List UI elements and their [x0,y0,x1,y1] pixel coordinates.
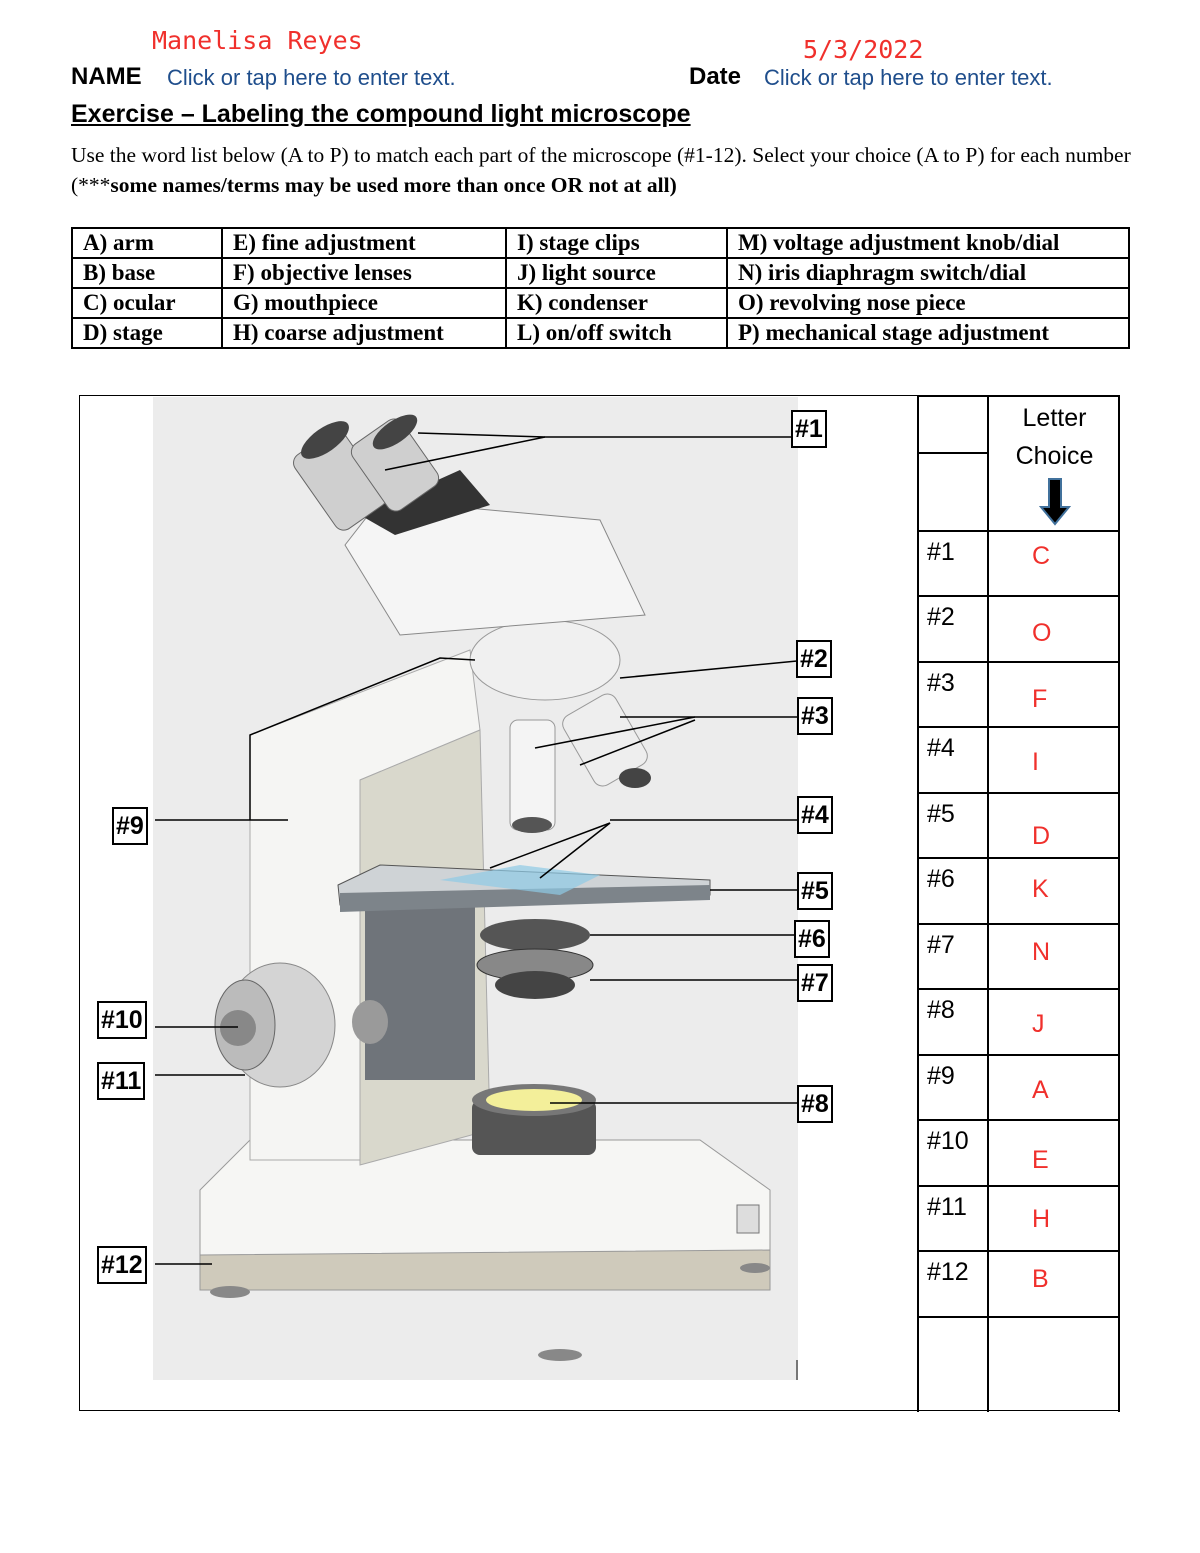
label-8: #8 [797,1085,833,1123]
word-cell: O) revolving nose piece [726,287,1130,319]
answer-number: #10 [927,1127,969,1155]
answer-number: #7 [927,931,955,959]
name-value[interactable]: Manelisa Reyes [152,26,363,55]
answer-number: #2 [927,603,955,631]
answer-letter[interactable]: C [1032,542,1051,570]
answer-number: #1 [927,538,955,566]
answer-letter[interactable]: F [1032,685,1048,713]
header-line2: Choice [1015,442,1094,470]
word-cell: N) iris diaphragm switch/dial [726,257,1130,289]
word-cell: H) coarse adjustment [221,317,507,349]
label-6: #6 [794,920,830,958]
answer-row: #1 C [917,530,1120,597]
label-5: #5 [797,872,833,910]
answer-row: #12 B [917,1250,1120,1317]
name-label: NAME [71,63,142,90]
word-cell: K) condenser [505,287,728,319]
answer-number: #12 [927,1258,969,1286]
answer-number: #4 [927,734,955,762]
word-cell: G) mouthpiece [221,287,507,319]
answer-letter[interactable]: J [1032,1010,1045,1038]
word-cell: B) base [71,257,223,289]
down-arrow-icon [1039,478,1071,526]
answer-letter[interactable]: K [1032,875,1049,903]
word-cell: E) fine adjustment [221,227,507,259]
label-9: #9 [112,807,148,845]
word-cell: F) objective lenses [221,257,507,289]
answer-letter[interactable]: B [1032,1265,1049,1293]
answer-number: #11 [927,1193,967,1221]
label-11: #11 [97,1062,146,1100]
word-cell: P) mechanical stage adjustment [726,317,1130,349]
label-3: #3 [797,697,833,735]
label-12: #12 [97,1246,147,1284]
answer-letter[interactable]: H [1032,1205,1051,1233]
word-cell: C) ocular [71,287,223,319]
label-7: #7 [797,964,833,1002]
word-cell: D) stage [71,317,223,349]
answer-number: #8 [927,996,955,1024]
label-4: #4 [797,796,833,834]
word-cell: J) light source [505,257,728,289]
answer-letter[interactable]: A [1032,1076,1049,1104]
word-cell: L) on/off switch [505,317,728,349]
instructions-bold: some names/terms may be used more than o… [110,173,677,197]
answer-number: #5 [927,800,955,828]
answer-number: #9 [927,1062,955,1090]
label-2: #2 [796,640,832,678]
word-cell: I) stage clips [505,227,728,259]
answer-row: #6 K [917,857,1120,924]
answer-letter[interactable]: D [1032,822,1051,850]
answer-number: #6 [927,865,955,893]
label-1: #1 [791,410,827,448]
answer-row: #7 N [917,923,1120,990]
label-10: #10 [97,1001,147,1039]
word-cell: A) arm [71,227,223,259]
date-value[interactable]: 5/3/2022 [803,35,924,64]
answer-letter[interactable]: I [1032,748,1039,776]
instructions-text: Use the word list below (A to P) to matc… [71,143,1131,197]
answer-row: #11 H [917,1185,1120,1252]
word-cell: M) voltage adjustment knob/dial [726,227,1130,259]
exercise-title: Exercise – Labeling the compound light m… [71,100,691,128]
name-input[interactable]: Click or tap here to enter text. [167,65,456,90]
instructions: Use the word list below (A to P) to matc… [71,140,1136,200]
answer-letter[interactable]: O [1032,619,1052,647]
letter-choice-header: Letter Choice [989,399,1120,475]
header-line1: Letter [1022,404,1087,432]
date-label: Date [689,63,742,90]
answer-number: #3 [927,669,955,697]
row-divider [917,1316,1120,1318]
answer-letter[interactable]: E [1032,1146,1049,1174]
date-input[interactable]: Click or tap here to enter text. [764,65,1053,90]
answer-letter[interactable]: N [1032,938,1051,966]
